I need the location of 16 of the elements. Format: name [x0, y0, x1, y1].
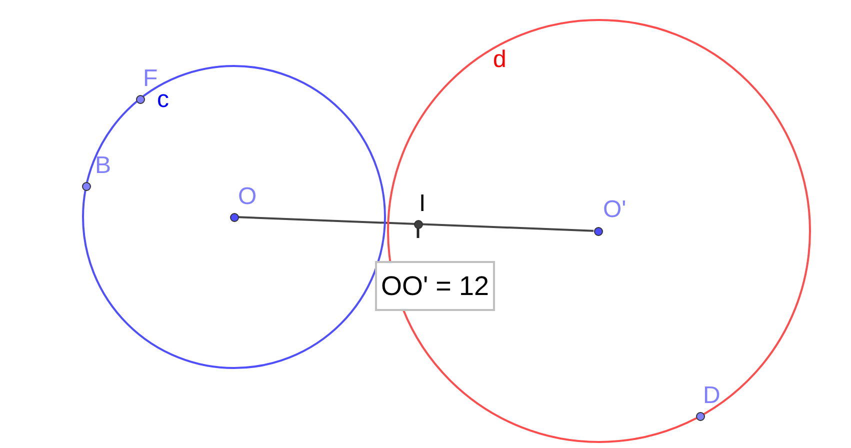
circle-label: d	[493, 48, 506, 72]
point-circle	[230, 212, 238, 222]
point-circle	[82, 182, 90, 190]
point-circle	[414, 220, 422, 228]
point-label: F	[143, 67, 158, 91]
point-circle	[594, 226, 602, 236]
point-label: O'	[603, 198, 626, 222]
measurement-box: OO' = 12	[375, 261, 495, 311]
point-label: O	[238, 185, 257, 209]
point-circle	[696, 412, 704, 420]
point-label: I	[419, 192, 426, 216]
point-label: B	[95, 154, 112, 178]
line-segment	[238, 216, 594, 232]
circle-label: c	[157, 88, 169, 112]
point-circle	[136, 94, 144, 104]
point-label: D	[703, 384, 720, 408]
